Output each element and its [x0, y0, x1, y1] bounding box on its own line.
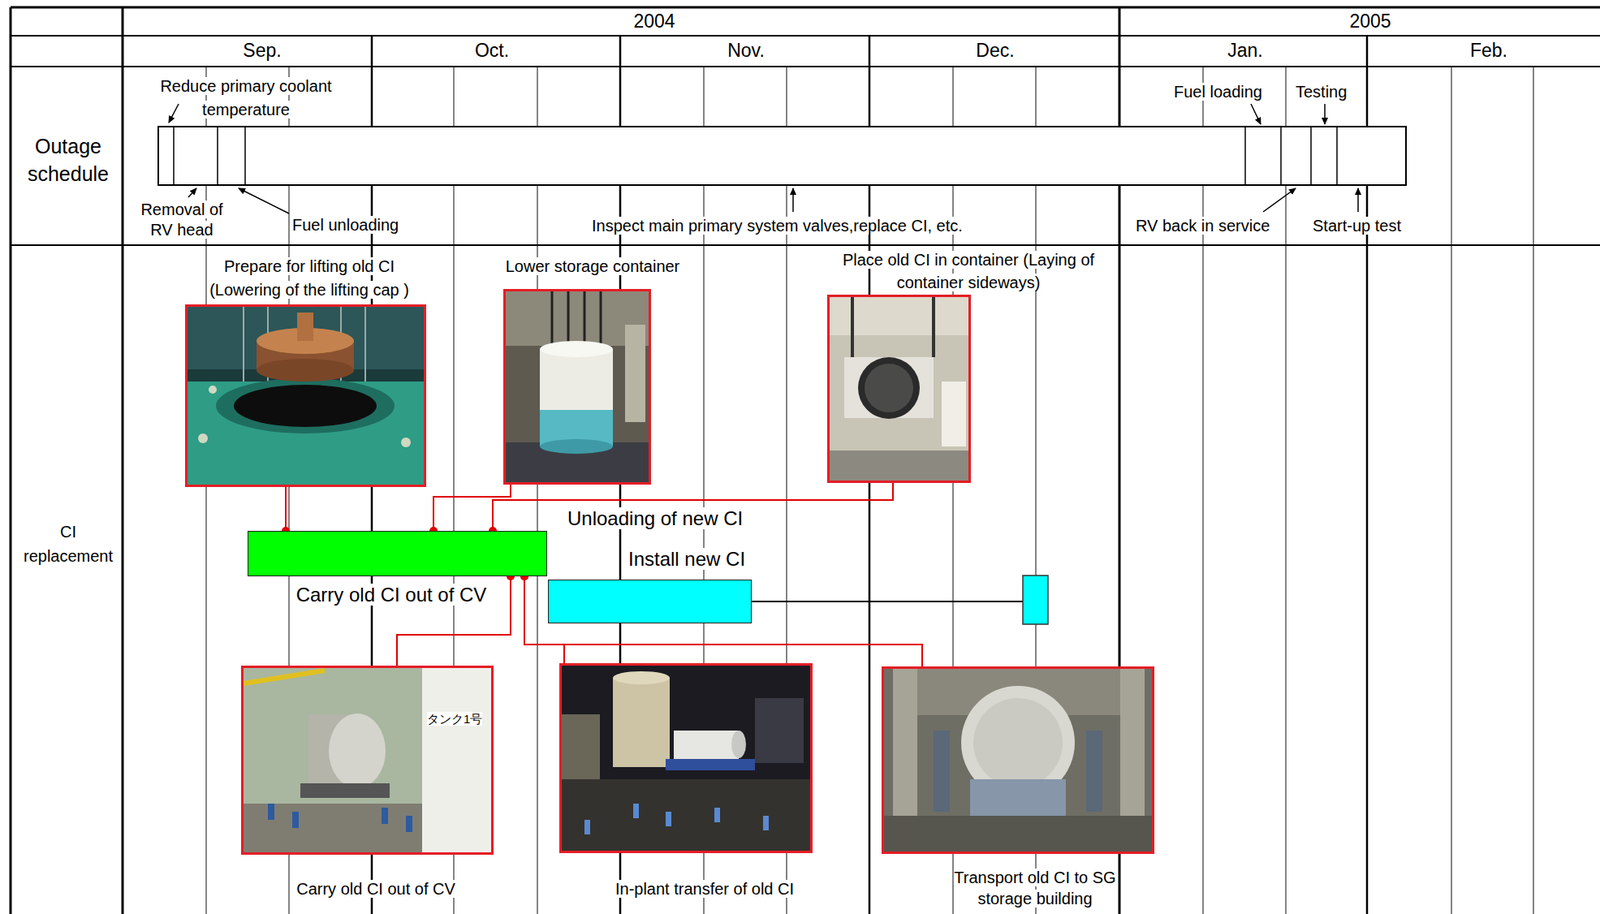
milestone-label: Inspect main primary system valves,repla…	[591, 216, 963, 235]
milestone-label: Fuel loading	[1173, 82, 1263, 101]
caption-text: Carry old CI out of CV	[296, 879, 456, 898]
caption-box: Carry old CI out of CV	[296, 877, 456, 901]
milestone-label: Fuel unloading	[292, 215, 399, 234]
month-label: Oct.	[474, 39, 509, 61]
label-box: RV back in service	[1135, 215, 1270, 237]
month-label: Sep.	[242, 39, 281, 61]
caption-text: Transport old CI to SG storage building	[953, 868, 1116, 908]
label-box: 2004	[633, 9, 675, 33]
label-box: Start-up test	[1312, 215, 1402, 237]
year-label: 2004	[633, 10, 675, 32]
photo-sign-text: タンク1号	[426, 711, 483, 726]
caption-text: Prepare for lifting old CI (Lowering of …	[209, 257, 410, 299]
caption-text: Install new CI	[628, 547, 746, 570]
year-label: 2005	[1349, 10, 1391, 32]
label-box: Outage schedule	[16, 132, 121, 188]
label-box: Jan.	[1227, 38, 1263, 62]
label-box: Fuel unloading	[292, 214, 399, 236]
month-label: Dec.	[975, 39, 1014, 61]
photo-lifting-cap	[185, 304, 427, 488]
label-box: 2005	[1349, 9, 1391, 33]
caption-text: In-plant transfer of old CI	[615, 879, 794, 898]
caption-box: Place old CI in container (Laying of con…	[828, 248, 1109, 294]
task-bar: Unloading of new CIInstall new CI	[547, 579, 752, 624]
caption-box: Unloading of new CI	[567, 507, 743, 531]
photo-frame: Prepare for lifting old CI (Lowering of …	[185, 304, 427, 488]
month-label: Nov.	[727, 39, 765, 61]
row-header: Outage schedule	[27, 134, 109, 186]
label-box: Fuel loading	[1173, 81, 1263, 103]
label-box: Reduce primary coolant temperature	[144, 74, 348, 122]
milestone-label: Reduce primary coolant temperature	[159, 77, 332, 119]
photo-frame: Place old CI in container (Laying of con…	[827, 294, 971, 484]
label-box: Testing	[1295, 81, 1347, 103]
label-box: タンク1号	[426, 711, 483, 728]
label-box: Removal of RV head	[133, 199, 231, 241]
caption-box: Carry old CI out of CV	[296, 583, 488, 607]
photo-container-sideways	[827, 294, 971, 484]
label-box: Oct.	[474, 38, 509, 62]
photo-storage-building	[881, 666, 1155, 854]
photo-storage-container	[503, 288, 652, 485]
photo-frame: In-plant transfer of old CI	[559, 663, 813, 854]
photo-in-plant-transfer	[559, 663, 813, 854]
label-box: Dec.	[975, 38, 1014, 62]
caption-box: Prepare for lifting old CI (Lowering of …	[187, 254, 432, 302]
milestone-label: Testing	[1295, 82, 1347, 101]
month-label: Jan.	[1227, 39, 1263, 61]
caption-text: Carry old CI out of CV	[296, 583, 488, 606]
caption-text: Unloading of new CI	[567, 507, 743, 530]
photo-frame: Transport old CI to SG storage building	[881, 666, 1155, 854]
leader-connector	[492, 483, 893, 531]
photo-frame: Lower storage container	[503, 288, 652, 485]
label-box: Feb.	[1470, 38, 1508, 62]
caption-box: Lower storage container	[505, 254, 681, 278]
leader-connector	[433, 484, 511, 531]
month-label: Feb.	[1470, 39, 1508, 61]
label-box: Nov.	[727, 38, 765, 62]
label-box: Inspect main primary system valves,repla…	[591, 215, 963, 237]
caption-box: In-plant transfer of old CI	[615, 877, 794, 901]
row-header: CI replacement	[23, 522, 113, 565]
photo-frame: Carry old CI out of CV	[241, 665, 494, 855]
task-bar: Carry old CI out of CV	[247, 530, 548, 577]
milestone-label: Start-up test	[1312, 216, 1402, 235]
label-box: CI replacement	[15, 519, 121, 569]
caption-text: Lower storage container	[505, 257, 681, 276]
leader-connector	[524, 576, 923, 667]
milestone-label: Removal of RV head	[140, 200, 223, 239]
caption-text: Place old CI in container (Laying of con…	[842, 250, 1095, 292]
leader-connector	[284, 487, 287, 531]
photo-carry-out	[241, 665, 494, 855]
caption-box: Install new CI	[628, 547, 746, 571]
caption-box: Transport old CI to SG storage building	[948, 866, 1123, 910]
label-box: Sep.	[242, 38, 281, 62]
milestone-label: RV back in service	[1135, 216, 1270, 235]
